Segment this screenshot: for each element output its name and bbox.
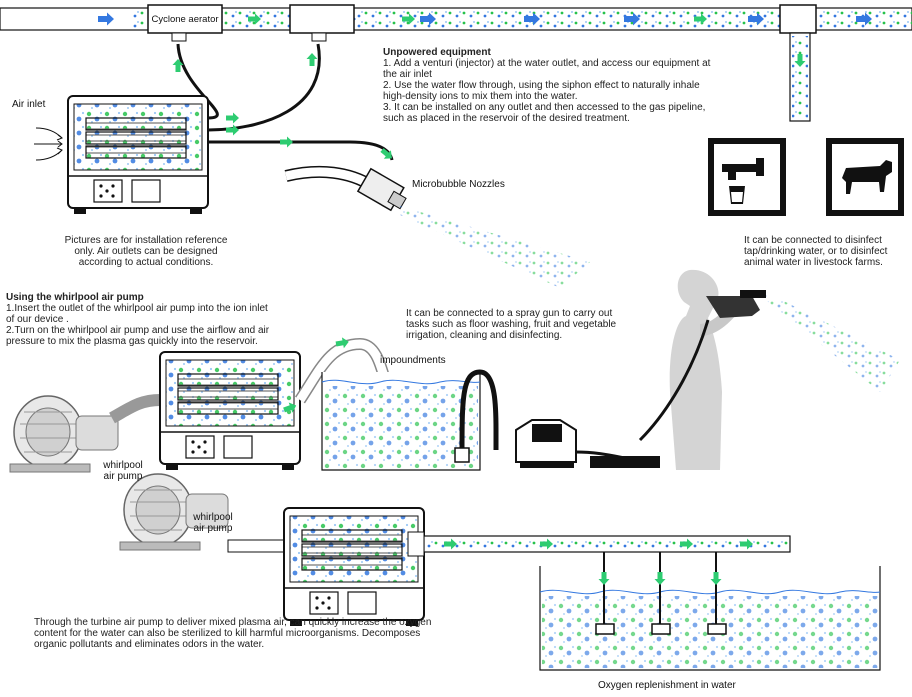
unpowered-equipment-block: Unpowered equipment 1. Add a venturi (in… — [383, 47, 773, 124]
unpowered-line: 3. It can be installed on any outlet and… — [383, 102, 706, 113]
disinfect-note: It can be connected to disinfect tap/dri… — [744, 235, 912, 268]
top-water-pipe — [0, 4, 912, 122]
whirlpool-line: of our device . — [6, 314, 69, 325]
turbine-note-line: organic pollutants and eliminates odors … — [34, 639, 265, 650]
spray-note-line: irrigation, cleaning and disinfecting. — [406, 330, 563, 341]
install-note-line: Pictures are for installation reference — [64, 235, 228, 246]
disinfect-note-line: It can be connected to disinfect — [744, 235, 882, 246]
ion-device-2 — [159, 351, 301, 471]
worker-with-spray-gun — [638, 269, 766, 470]
hose-device-to-pond — [295, 337, 394, 404]
spray-note: It can be connected to a spray gun to ca… — [406, 308, 656, 341]
impoundments-label: impoundments — [380, 355, 446, 366]
microbubble-label: Microbubble Nozzles — [412, 179, 505, 190]
whirlpool-line: pressure to mix the plasma gas quickly i… — [6, 336, 258, 347]
microbubble-nozzle — [284, 165, 407, 212]
unpowered-line: 2. Use the water flow through, using the… — [383, 80, 700, 91]
bottom-aeration-pipe — [407, 531, 791, 557]
spray-mist-1 — [398, 206, 590, 288]
unpowered-line: 1. Add a venturi (injector) at the water… — [383, 58, 711, 69]
turbine-note: Through the turbine air pump to deliver … — [34, 617, 504, 650]
unpowered-line: such as placed in the reservoir of the d… — [383, 113, 630, 124]
unpowered-title: Unpowered equipment — [383, 47, 491, 58]
whirlpool-label-2: whirlpool air pump — [193, 512, 233, 534]
unpowered-line: high-density ions to mix them into the w… — [383, 91, 578, 102]
whirlpool-line: 2.Turn on the whirlpool air pump and use… — [6, 325, 270, 336]
install-note-line: only. Air outlets can be designed — [74, 246, 218, 257]
whirlpool-label-1: whirlpool air pump — [103, 460, 143, 482]
whirlpool-line: 1.Insert the outlet of the whirlpool air… — [6, 303, 268, 314]
cyclone-aerator-label: Cyclone aerator — [151, 14, 219, 25]
disinfect-note-line: tap/drinking water, or to disinfect — [744, 246, 888, 257]
spray-note-line: It can be connected to a spray gun to ca… — [406, 308, 613, 319]
oxygen-tank — [539, 552, 881, 671]
spray-mist-2 — [766, 292, 900, 392]
pipe-pump-to-device — [227, 539, 285, 553]
turbine-note-line: content for the water can also be steril… — [34, 628, 421, 639]
hose-pump-to-device — [109, 394, 161, 424]
tap-icon — [708, 138, 786, 216]
disinfect-note-line: animal water in livestock farms. — [744, 257, 883, 268]
impoundment-pond — [321, 372, 481, 471]
spray-pump-unit — [454, 369, 661, 468]
install-note: Pictures are for installation reference … — [36, 235, 256, 268]
ion-device-3 — [283, 507, 425, 627]
ion-device-1 — [67, 95, 209, 215]
whirlpool-section: Using the whirlpool air pump 1.Insert th… — [6, 292, 336, 347]
air-inlet-arrows — [34, 127, 64, 161]
turbine-note-line: Through the turbine air pump to deliver … — [34, 617, 432, 628]
oxygen-caption: Oxygen replenishment in water — [598, 680, 736, 691]
whirlpool-title: Using the whirlpool air pump — [6, 292, 144, 303]
unpowered-line: the air inlet — [383, 69, 432, 80]
air-inlet-label: Air inlet — [12, 99, 46, 110]
cow-icon — [826, 138, 904, 216]
install-note-line: according to actual conditions. — [78, 257, 214, 268]
spray-note-line: tasks such as floor washing, fruit and v… — [406, 319, 617, 330]
